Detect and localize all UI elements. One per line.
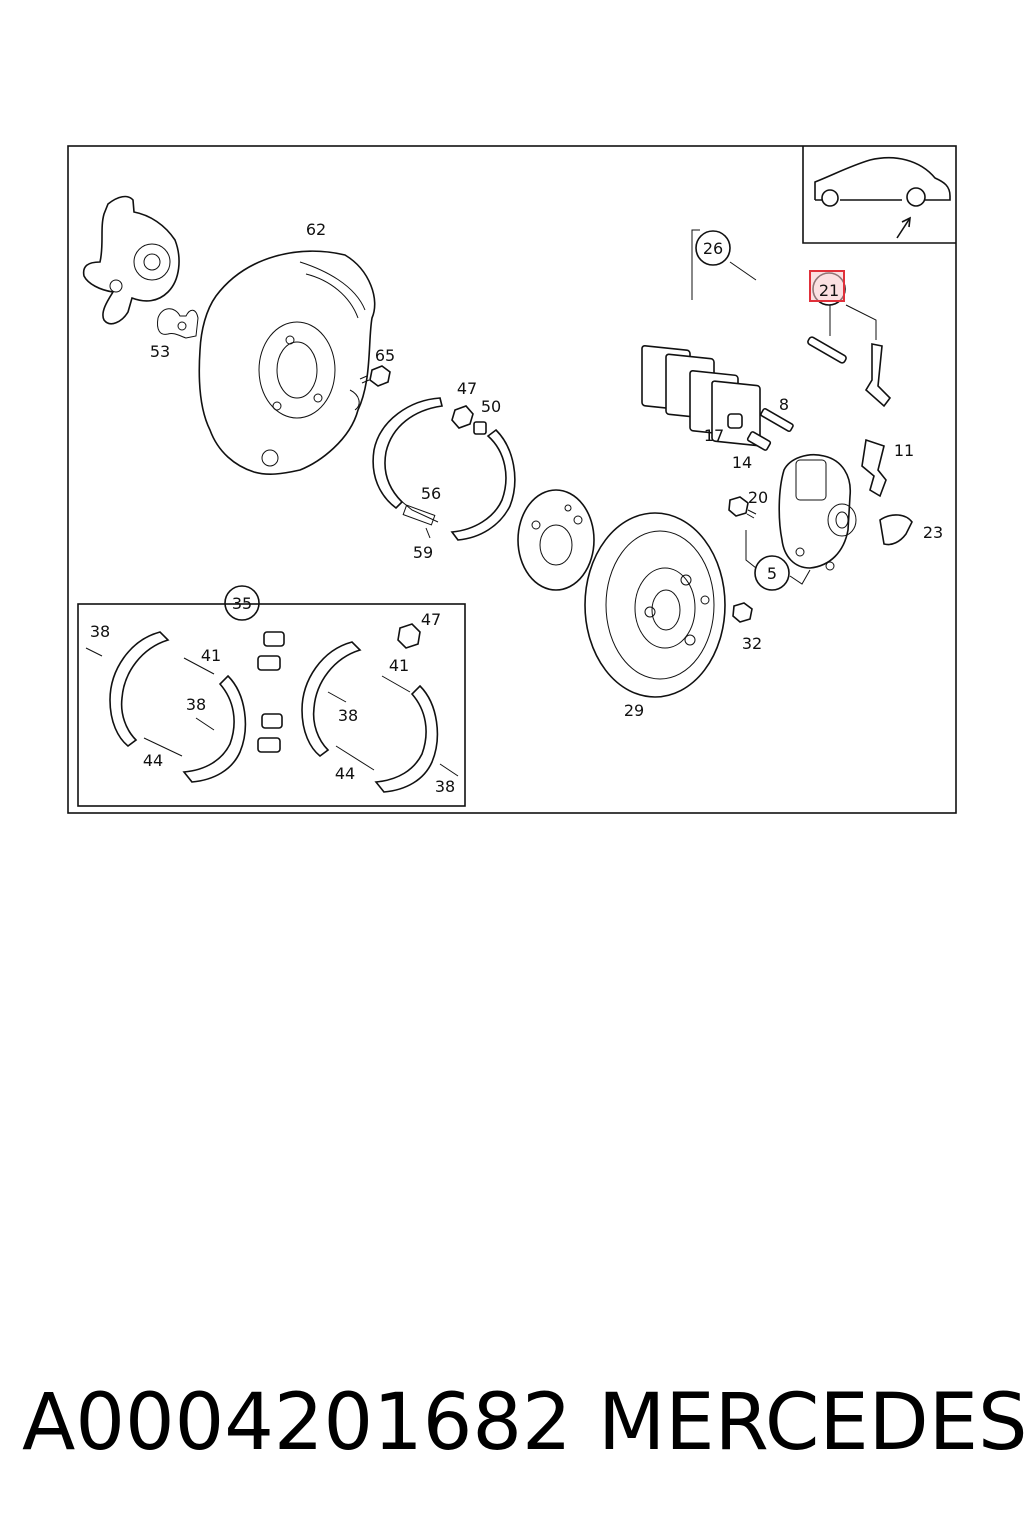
label-17: 17 [704,426,724,445]
caliper-mount-bolt [728,496,811,585]
highlight-box [809,270,845,302]
vehicle-locator-inset [802,146,956,244]
dust-shield [198,250,376,475]
wheel-hub [517,489,595,591]
label-47: 47 [421,610,441,629]
label-47: 47 [457,379,477,398]
guide-pin-kit [807,304,892,408]
diagram-frame [67,145,957,814]
label-20: 20 [748,488,768,507]
brake-disc [584,512,726,698]
label-62: 62 [306,220,326,239]
callout-5-label: 5 [767,564,777,583]
callout-21-label: 21 [819,281,839,300]
label-56: 56 [421,484,441,503]
label-38: 38 [186,695,206,714]
label-14: 14 [732,453,752,472]
caliper-bolts [727,407,794,451]
brand-name: MERCEDES [598,1378,1024,1468]
steering-knuckle [82,195,199,339]
label-41: 41 [201,646,221,665]
label-23: 23 [923,523,943,542]
callout-26-label: 26 [703,239,723,258]
label-38: 38 [338,706,358,725]
label-41: 41 [389,656,409,675]
label-59: 59 [413,543,433,562]
callout-35-label: 35 [232,594,252,613]
label-44: 44 [335,764,355,783]
bleeder-bolt [732,602,753,623]
part-number: A0004201682 [22,1378,572,1468]
callout-5[interactable]: 5 [754,555,790,591]
label-38: 38 [435,777,455,796]
callout-21[interactable]: 21 [809,270,846,306]
parking-brake-kit-inset [77,603,466,807]
parking-brake-shoe [372,397,516,541]
label-32: 32 [742,634,762,653]
label-11: 11 [894,441,914,460]
brake-pads [641,229,761,447]
label-50: 50 [481,397,501,416]
adjuster-nut [451,405,487,435]
label-65: 65 [375,346,395,365]
caliper-spring-clip [861,438,887,498]
bolt-65 [359,365,391,387]
label-38: 38 [90,622,110,641]
brake-caliper [778,454,913,571]
part-caption: A0004201682 MERCEDES [0,1368,1024,1478]
label-29: 29 [624,701,644,720]
label-53: 53 [150,342,170,361]
label-8: 8 [779,395,789,414]
label-44: 44 [143,751,163,770]
callout-35[interactable]: 35 [224,585,260,621]
brake-assembly-diagram: 26 21 5 35 62 53 65 47 50 56 59 8 17 14 … [67,145,957,814]
callout-26[interactable]: 26 [695,230,731,266]
